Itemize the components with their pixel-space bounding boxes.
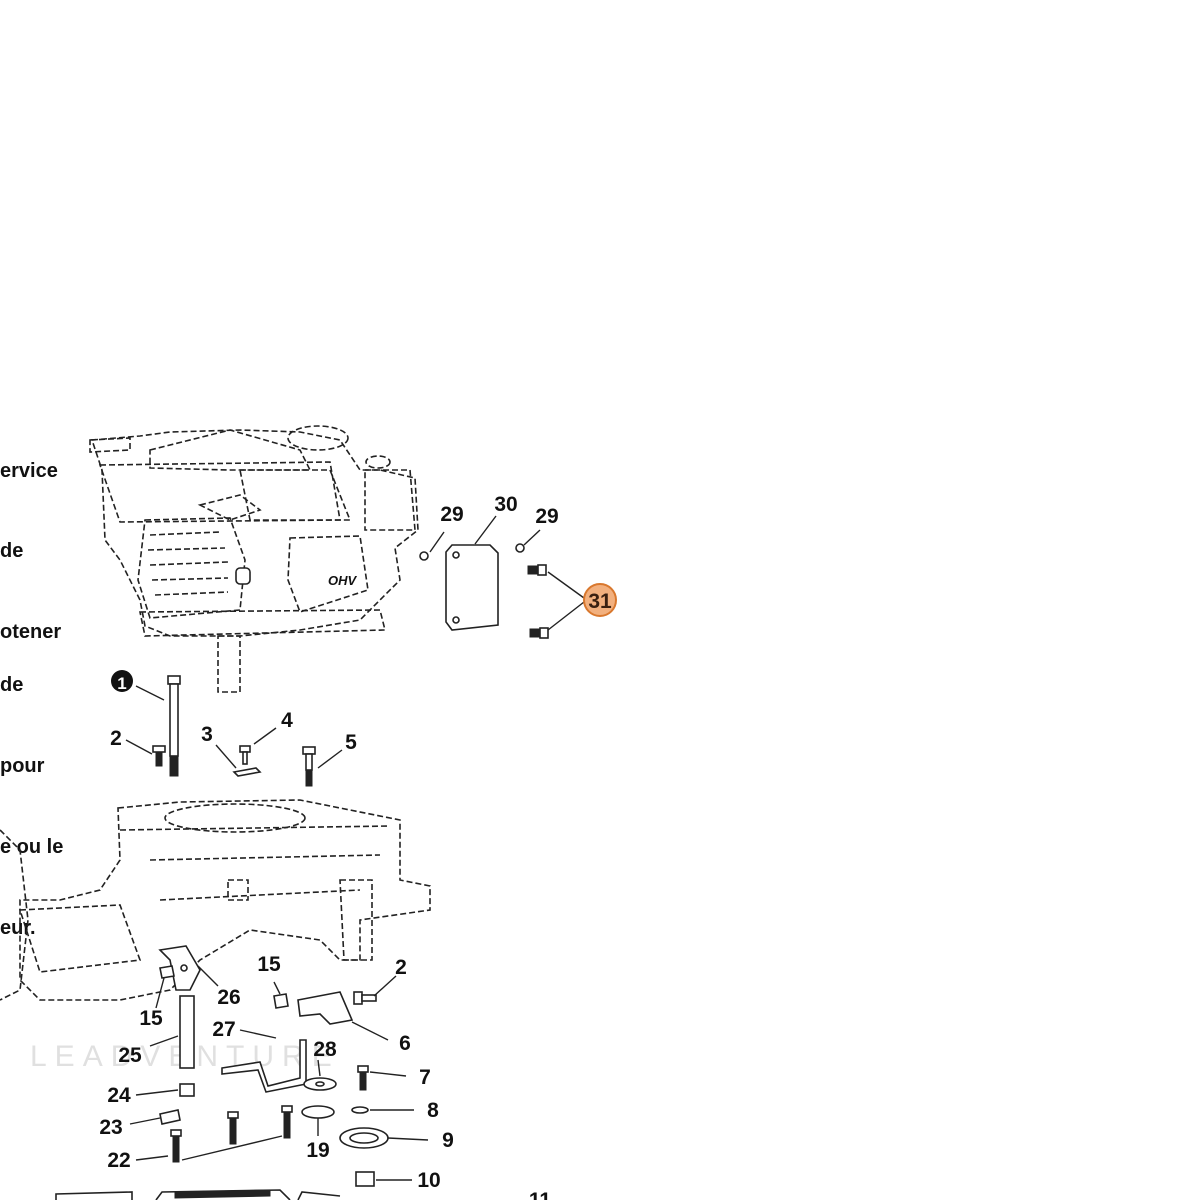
callout-29b[interactable]: 29 bbox=[535, 505, 558, 528]
part-4-screw bbox=[239, 745, 251, 765]
side-text-line: e ou le bbox=[0, 836, 64, 858]
part-31-bolt-upper bbox=[527, 564, 547, 576]
callout-10[interactable]: 10 bbox=[417, 1169, 440, 1192]
bottom-parts bbox=[55, 1189, 341, 1200]
part-28-washer bbox=[303, 1077, 337, 1091]
callout-1[interactable]: 1 bbox=[117, 674, 126, 693]
engine-drawing: OHV bbox=[89, 425, 419, 693]
part-15-nut-left bbox=[159, 965, 175, 979]
callout-2a[interactable]: 2 bbox=[110, 727, 122, 750]
callout-30[interactable]: 30 bbox=[494, 493, 517, 516]
part-24-nut bbox=[179, 1083, 195, 1097]
callout-4[interactable]: 4 bbox=[281, 709, 293, 732]
callout-29a[interactable]: 29 bbox=[440, 503, 463, 526]
part-2-bolt-upper bbox=[152, 745, 166, 767]
callout-15b[interactable]: 15 bbox=[257, 953, 281, 976]
callout-3[interactable]: 3 bbox=[201, 723, 213, 746]
part-5-bolt bbox=[302, 746, 316, 787]
part-23-plate bbox=[159, 1109, 181, 1125]
part-3-clip bbox=[232, 767, 262, 777]
part-31-bolt-lower bbox=[529, 627, 549, 639]
part-22-bolt-right bbox=[281, 1105, 293, 1139]
callout-27[interactable]: 27 bbox=[212, 1018, 235, 1041]
part-1-long-bolt bbox=[167, 675, 181, 777]
leader-lines bbox=[125, 515, 585, 1181]
part-6-bracket bbox=[297, 991, 354, 1025]
callout-26[interactable]: 26 bbox=[217, 986, 240, 1009]
callout-23[interactable]: 23 bbox=[99, 1116, 122, 1139]
callout-22[interactable]: 22 bbox=[107, 1149, 130, 1172]
part-22-bolt-middle bbox=[227, 1111, 239, 1145]
callout-2b[interactable]: 2 bbox=[395, 956, 407, 979]
callout-5[interactable]: 5 bbox=[345, 731, 357, 754]
side-text-line: de bbox=[0, 540, 24, 562]
side-text-line: pour bbox=[0, 755, 45, 777]
part-10-spacer bbox=[355, 1171, 375, 1187]
engine-badge: OHV bbox=[328, 573, 358, 588]
part-25-tube bbox=[179, 995, 195, 1069]
callout-7[interactable]: 7 bbox=[419, 1066, 431, 1089]
callout-25[interactable]: 25 bbox=[118, 1044, 142, 1067]
frame-drawing bbox=[0, 799, 431, 1001]
callout-8[interactable]: 8 bbox=[427, 1099, 439, 1122]
side-text-line: ervice bbox=[0, 460, 58, 482]
callout-19[interactable]: 19 bbox=[306, 1139, 329, 1162]
part-27-rod bbox=[221, 1039, 307, 1093]
part-30-bracket bbox=[445, 544, 499, 631]
callout-9[interactable]: 9 bbox=[442, 1129, 454, 1152]
side-text-line: de bbox=[0, 674, 24, 696]
callout-1-marker bbox=[111, 670, 133, 692]
callout-31-highlight bbox=[583, 583, 617, 617]
side-text-block-2: de otener bbox=[0, 484, 61, 700]
side-text-block-1: ervice bbox=[0, 404, 58, 539]
callout-6[interactable]: 6 bbox=[399, 1032, 411, 1055]
callout-31[interactable]: 31 bbox=[588, 590, 612, 613]
callout-15a[interactable]: 15 bbox=[139, 1007, 163, 1030]
part-2-bolt-lower bbox=[353, 991, 377, 1005]
part-29-screw-right bbox=[515, 543, 525, 553]
part-29-screw-left bbox=[419, 551, 429, 561]
part-15-nut-right bbox=[273, 993, 289, 1009]
callout-24[interactable]: 24 bbox=[107, 1084, 131, 1107]
side-text-line: otener bbox=[0, 621, 62, 643]
part-22-bolt bbox=[170, 1129, 182, 1163]
part-7-bolt bbox=[357, 1065, 369, 1091]
part-26-bracket bbox=[158, 945, 201, 991]
part-9-pulley bbox=[339, 1127, 389, 1149]
callout-28[interactable]: 28 bbox=[313, 1038, 337, 1061]
part-8-washer bbox=[351, 1106, 369, 1114]
callout-11[interactable]: 11 bbox=[529, 1189, 552, 1200]
part-19-washer bbox=[301, 1105, 335, 1119]
